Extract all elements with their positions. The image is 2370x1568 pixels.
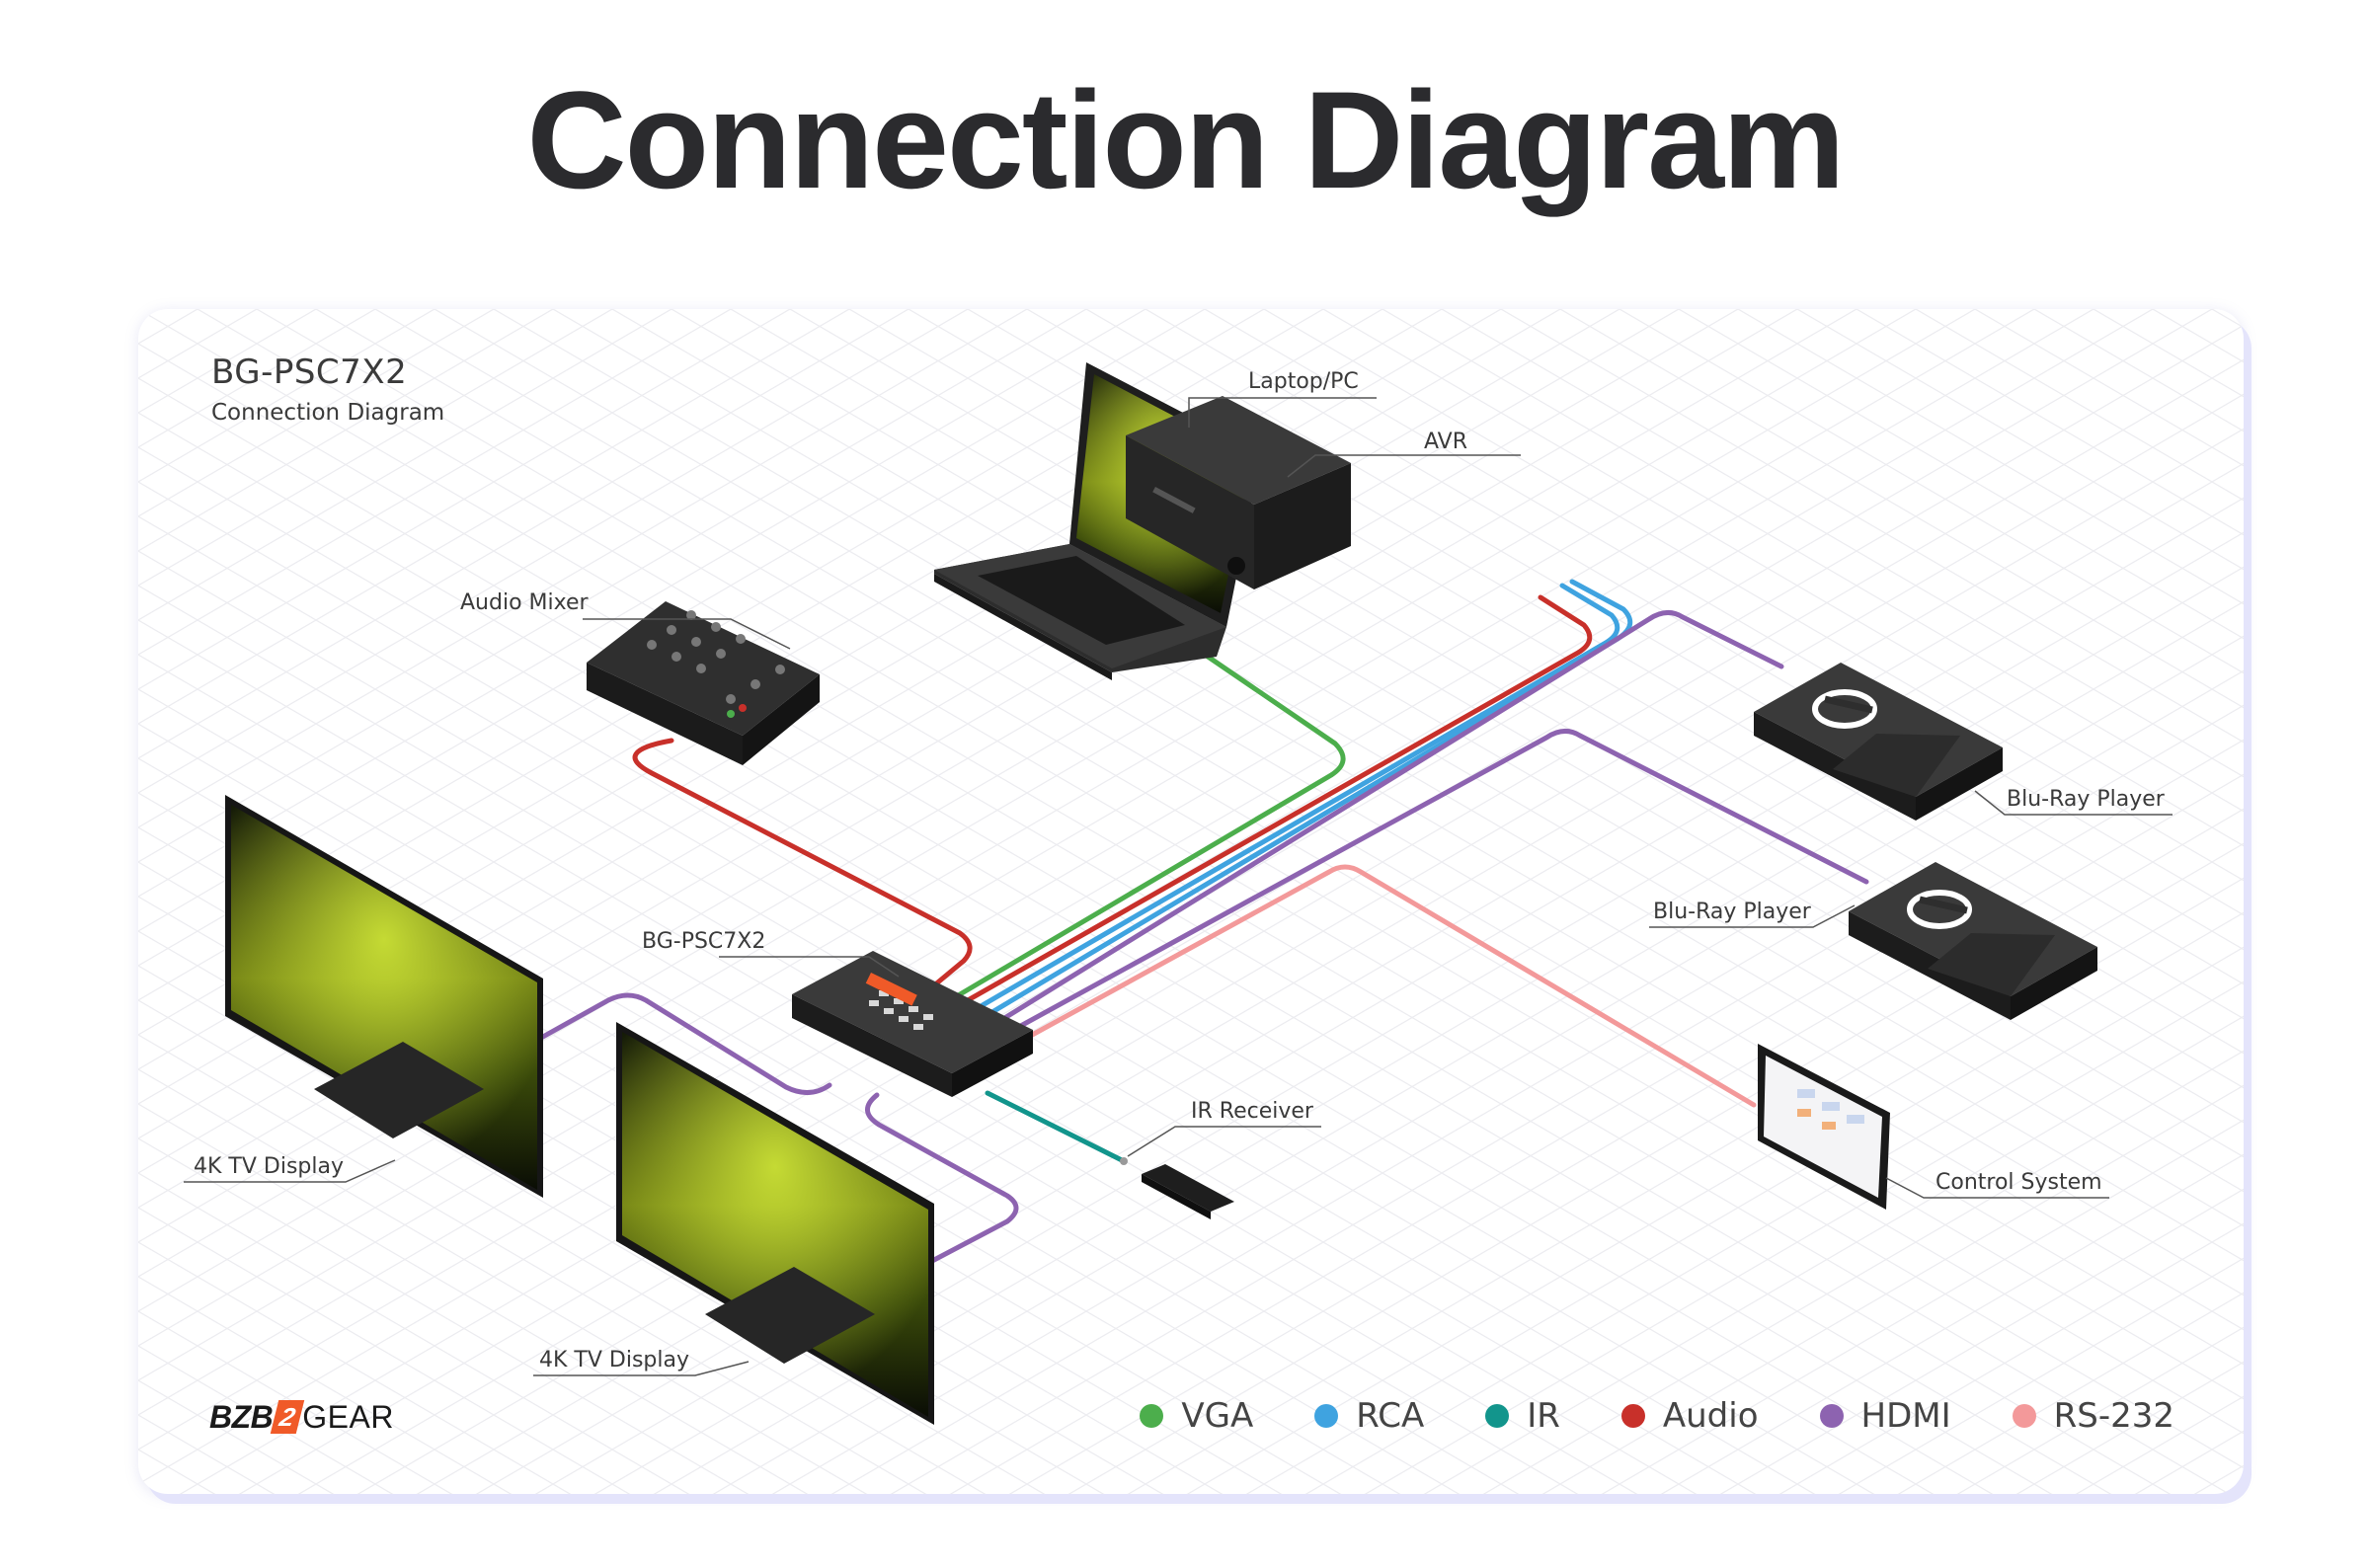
legend-label: HDMI bbox=[1860, 1396, 1951, 1436]
legend: VGA RCA IR Audio HDMI RS-232 bbox=[1078, 1396, 2174, 1436]
switcher-device bbox=[792, 951, 1033, 1097]
legend-dot bbox=[1620, 1404, 1645, 1428]
tv-display-2 bbox=[616, 1022, 934, 1425]
legend-item-vga: VGA bbox=[1140, 1396, 1253, 1436]
leader-lines bbox=[184, 397, 2172, 1376]
label-control-system: Control System bbox=[1936, 1170, 2102, 1195]
audio-cable-avr bbox=[951, 594, 1593, 1011]
legend-dot bbox=[1485, 1404, 1510, 1428]
label-audio-mixer: Audio Mixer bbox=[460, 590, 589, 615]
rca-cable-1 bbox=[961, 583, 1620, 1019]
label-bluray-2: Blu-Ray Player bbox=[1653, 900, 1812, 924]
brand-part-2: 2 bbox=[271, 1400, 305, 1434]
legend-dot bbox=[2012, 1404, 2036, 1428]
legend-dot bbox=[1140, 1404, 1164, 1428]
label-bluray-1: Blu-Ray Player bbox=[2007, 787, 2166, 812]
label-tv-2: 4K TV Display bbox=[539, 1348, 689, 1372]
legend-item-audio: Audio bbox=[1620, 1396, 1759, 1436]
avr-device bbox=[1126, 396, 1351, 589]
legend-label: Audio bbox=[1662, 1396, 1759, 1436]
label-switcher: BG-PSC7X2 bbox=[642, 929, 765, 954]
legend-item-rs232: RS-232 bbox=[2012, 1396, 2174, 1436]
hdmi-cable-tv1 bbox=[538, 992, 832, 1095]
label-ir-receiver: IR Receiver bbox=[1191, 1099, 1314, 1124]
audio-mixer-device bbox=[587, 601, 820, 765]
diagram-title: BG-PSC7X2 bbox=[211, 353, 408, 392]
legend-item-ir: IR bbox=[1485, 1396, 1560, 1436]
diagram-card: Laptop/PC AVR Audio Mixer Blu-Ray Player… bbox=[138, 309, 2244, 1494]
rs232-cable bbox=[1002, 864, 1757, 1108]
legend-label: RS-232 bbox=[2053, 1396, 2174, 1436]
legend-dot bbox=[1819, 1404, 1844, 1428]
label-avr: AVR bbox=[1424, 430, 1467, 454]
brand-part-1: BZB bbox=[209, 1398, 274, 1435]
legend-item-rca: RCA bbox=[1314, 1396, 1424, 1436]
bluray-player-2 bbox=[1849, 862, 2097, 1020]
legend-item-hdmi: HDMI bbox=[1819, 1396, 1951, 1436]
hdmi-cable-bluray1 bbox=[983, 610, 1784, 1033]
diagram-subtitle: Connection Diagram bbox=[211, 400, 445, 426]
hdmi-cable-tv2 bbox=[865, 1092, 1019, 1264]
hdmi-cable-bluray2 bbox=[992, 729, 1869, 1043]
legend-dot bbox=[1314, 1404, 1339, 1428]
tv-display-1 bbox=[225, 795, 543, 1198]
control-system-device bbox=[1758, 1044, 1890, 1210]
label-laptop: Laptop/PC bbox=[1248, 369, 1359, 394]
connection-diagram: Laptop/PC AVR Audio Mixer Blu-Ray Player… bbox=[138, 309, 2244, 1494]
ir-receiver-device bbox=[1120, 1157, 1234, 1219]
brand-part-3: GEAR bbox=[302, 1398, 394, 1435]
legend-label: RCA bbox=[1356, 1396, 1425, 1436]
audio-cable-mixer bbox=[632, 738, 973, 993]
label-tv-1: 4K TV Display bbox=[194, 1154, 344, 1179]
page-title: Connection Diagram bbox=[526, 62, 1845, 217]
legend-label: IR bbox=[1527, 1396, 1560, 1436]
bluray-player-1 bbox=[1754, 663, 2003, 821]
legend-label: VGA bbox=[1181, 1396, 1254, 1436]
cables bbox=[538, 579, 1869, 1264]
ir-cable bbox=[985, 1090, 1125, 1163]
